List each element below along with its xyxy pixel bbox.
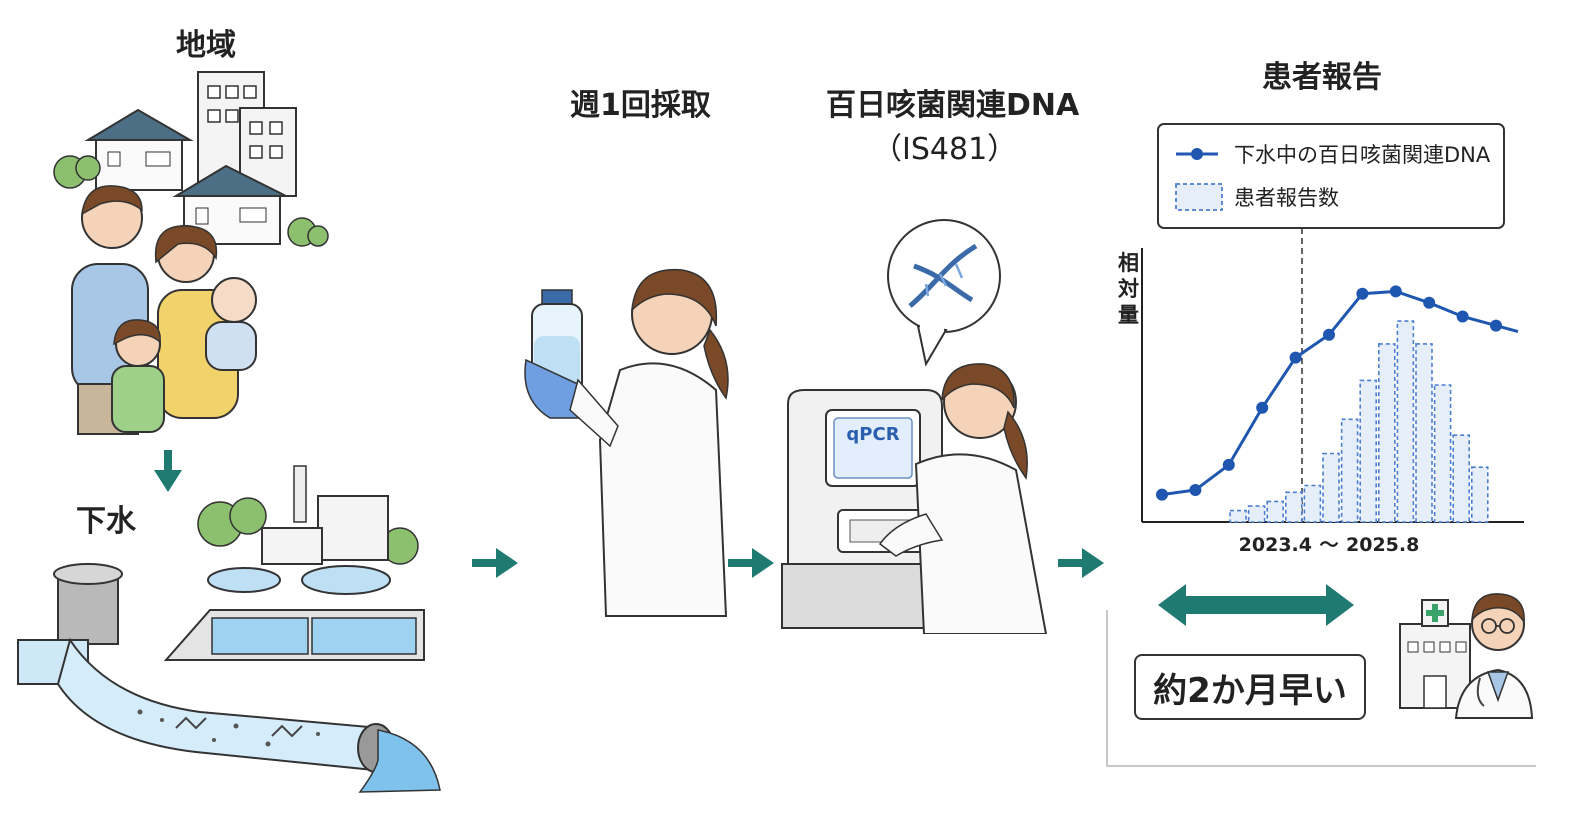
qpcr-screen-label: qPCR — [846, 424, 900, 445]
chart-point — [1456, 310, 1469, 323]
legend-bar-label: 患者報告数 — [1234, 186, 1339, 210]
chart-legend: 下水中の百日咳菌関連DNA 患者報告数 — [1157, 123, 1505, 229]
arrow-down-icon — [154, 450, 182, 492]
community-sewage-illustration — [17, 71, 441, 793]
chart-bar — [1470, 466, 1489, 523]
chart-bar — [1340, 418, 1359, 523]
surveillance-chart: 下水中の百日咳菌関連DNA 患者報告数 相対量 2023.4 ～ 2025.8 — [1118, 123, 1524, 556]
chart-bar — [1229, 509, 1247, 523]
dna-subtitle: （IS481） — [872, 132, 1018, 167]
patient-report-bars — [1229, 320, 1489, 523]
chart-bar — [1322, 452, 1340, 523]
lead-time-label: 約2か月早い — [1153, 670, 1347, 711]
chart-point — [1323, 328, 1335, 341]
chart-bar — [1285, 491, 1303, 523]
chart-point — [1389, 285, 1402, 298]
scientist-qpcr-illustration — [781, 219, 1048, 634]
hospital-icon — [1399, 599, 1471, 709]
chart-bar — [1303, 484, 1322, 523]
chart-bar — [1247, 505, 1266, 523]
chart-bar — [1396, 320, 1415, 523]
dna-title: 百日咳菌関連DNA — [826, 88, 1080, 123]
treatment-plant-icon — [163, 465, 425, 661]
legend-line-label: 下水中の百日咳菌関連DNA — [1234, 143, 1491, 167]
chart-bar — [1377, 343, 1396, 523]
hospital-doctor-illustration — [1399, 593, 1534, 719]
sewage-title: 下水 — [76, 504, 136, 539]
community-title: 地域 — [176, 28, 236, 63]
patient-reports-title: 患者報告 — [1262, 60, 1382, 95]
chart-point — [1222, 458, 1235, 471]
chart-point — [1490, 319, 1502, 332]
arrow-right-icon — [472, 548, 518, 578]
dna-icon — [887, 219, 1001, 367]
chart-bar — [1359, 379, 1378, 523]
right-panel-frame — [1106, 610, 1536, 767]
chart-point — [1423, 296, 1436, 309]
legend-bar-swatch — [1175, 183, 1223, 211]
chart-bar — [1415, 343, 1433, 523]
legend-line-marker — [1191, 148, 1203, 160]
scientist-sampling-illustration — [524, 268, 729, 617]
tree-icon — [53, 155, 329, 247]
sampling-title: 週1回採取 — [570, 88, 711, 123]
chart-bar — [1433, 384, 1452, 523]
lead-time-badge: 約2か月早い — [1134, 654, 1366, 720]
x-range-separator: ～ — [1319, 534, 1338, 556]
chart-point — [1356, 287, 1369, 300]
chart-bar — [1452, 434, 1471, 523]
chart-point — [1189, 484, 1202, 496]
family-illustration — [71, 185, 257, 435]
x-range-start: 2023.4 — [1239, 534, 1312, 556]
dna-line-series — [1156, 285, 1519, 501]
y-axis-label-char: 量 — [1118, 303, 1139, 327]
y-axis-label-char: 対 — [1118, 277, 1139, 301]
sewer-pipe-icon — [17, 563, 441, 793]
arrow-right-icon — [1058, 548, 1104, 578]
chart-point — [1156, 488, 1168, 501]
arrow-right-icon — [728, 548, 774, 578]
doctor-icon — [1454, 593, 1534, 719]
chart-point — [1289, 351, 1302, 364]
y-axis-label: 相対量 — [1118, 251, 1139, 327]
chart-bar — [1266, 500, 1284, 523]
lead-time-arrow-icon — [1158, 584, 1354, 626]
y-axis-label-char: 相 — [1118, 251, 1139, 275]
chart-point — [1256, 401, 1269, 414]
x-range-end: 2025.8 — [1346, 534, 1419, 556]
